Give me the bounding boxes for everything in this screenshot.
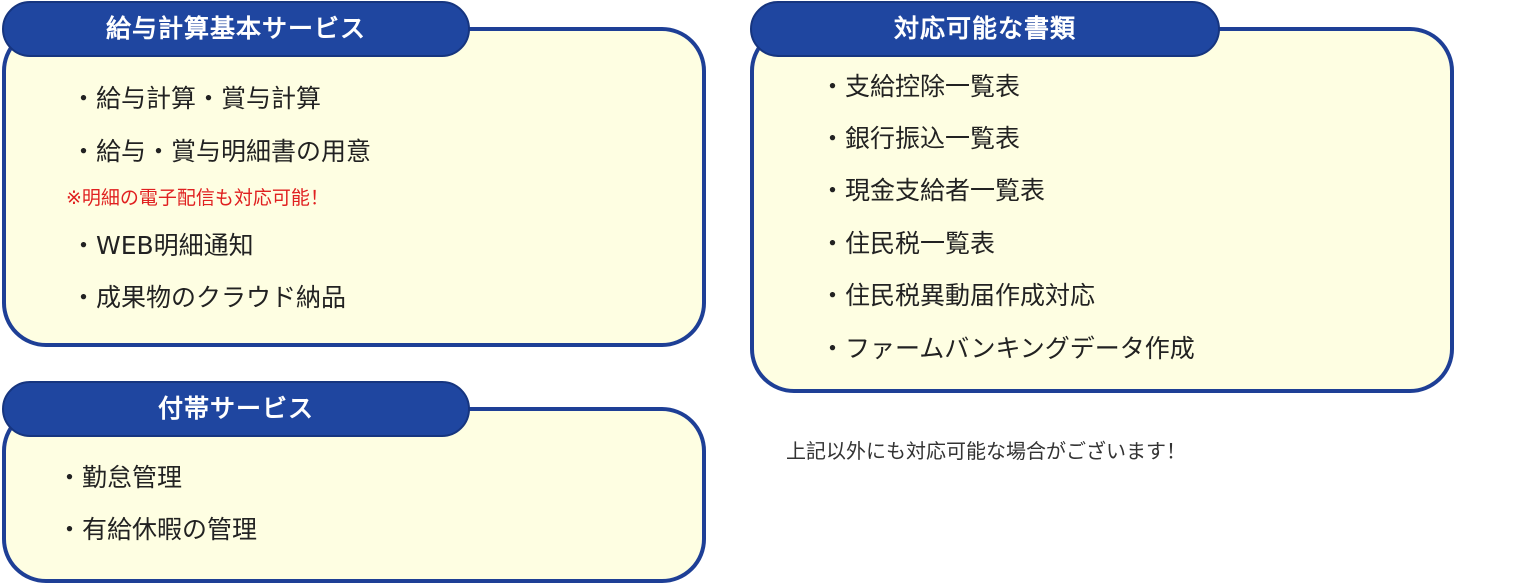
basic-service-item-payroll: ・給与計算・賞与計算 xyxy=(71,84,322,113)
document-item-firm-banking-data: ・ファームバンキングデータ作成 xyxy=(820,334,1195,363)
footnote: 上記以外にも対応可能な場合がございます！ xyxy=(786,439,1186,463)
basic-service-item-web-notice: ・WEB明細通知 xyxy=(71,231,254,260)
additional-service-item-paid-leave: ・有給休暇の管理 xyxy=(57,515,258,544)
basic-services-title: 給与計算基本サービス xyxy=(2,1,470,57)
document-item-resident-tax-list: ・住民税一覧表 xyxy=(820,229,996,258)
basic-service-item-cloud-delivery: ・成果物のクラウド納品 xyxy=(71,283,347,312)
documents-panel xyxy=(750,27,1454,393)
additional-services-title: 付帯サービス xyxy=(2,381,470,437)
basic-service-item-payslip: ・給与・賞与明細書の用意 xyxy=(71,137,372,166)
document-item-deduction-list: ・支給控除一覧表 xyxy=(820,72,1021,101)
electronic-delivery-note: ※明細の電子配信も対応可能！ xyxy=(66,187,329,209)
documents-title: 対応可能な書類 xyxy=(750,1,1220,57)
document-item-bank-transfer-list: ・銀行振込一覧表 xyxy=(820,124,1021,153)
additional-service-item-attendance: ・勤怠管理 xyxy=(57,463,183,492)
document-item-cash-payment-list: ・現金支給者一覧表 xyxy=(820,176,1046,205)
document-item-resident-tax-change: ・住民税異動届作成対応 xyxy=(820,281,1096,310)
